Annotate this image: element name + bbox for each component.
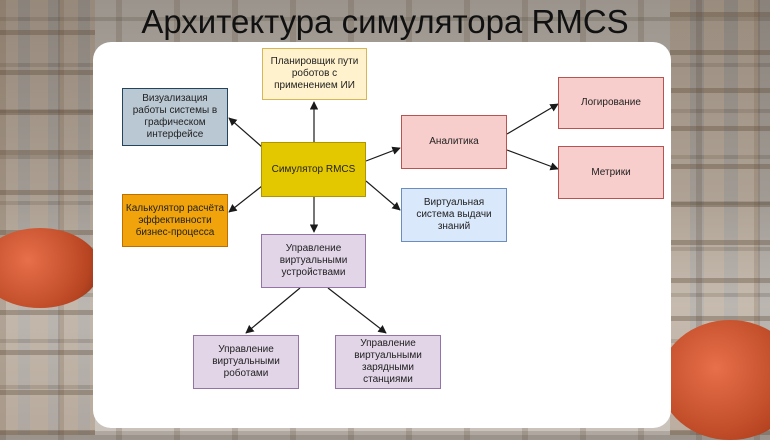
edge-simulator-calculator [228, 185, 263, 213]
background-robot-right [660, 320, 770, 440]
node-logging: Логирование [558, 77, 664, 129]
slide-title: Архитектура симулятора RMCS [141, 3, 629, 40]
background-shelves-left [0, 0, 95, 435]
node-device-management: Управление виртуальными устройствами [261, 234, 366, 288]
node-robot-management: Управление виртуальными роботами [193, 335, 299, 389]
edge-simulator-knowledge [365, 180, 401, 211]
node-knowledge-system: Виртуальная система выдачи знаний [401, 188, 507, 242]
edge-analytics-logging [506, 103, 559, 135]
background-robot-left [0, 228, 100, 308]
edge-simulator-analytics [365, 146, 401, 162]
edge-simulator-visualization [228, 117, 263, 148]
node-analytics: Аналитика [401, 115, 507, 169]
edge-devices-robots [245, 287, 301, 334]
node-efficiency-calculator: Калькулятор расчёта эффективности бизнес… [122, 194, 228, 247]
edge-devices-stations [327, 287, 387, 334]
node-visualization: Визуализация работы системы в графическо… [122, 88, 228, 146]
edge-analytics-metrics [506, 149, 559, 171]
node-ai-path-planner: Планировщик пути роботов с применением И… [262, 48, 367, 100]
node-rmcs-simulator: Симулятор RMCS [261, 142, 366, 197]
node-charging-station-management: Управление виртуальными зарядными станци… [335, 335, 441, 389]
node-metrics: Метрики [558, 146, 664, 199]
